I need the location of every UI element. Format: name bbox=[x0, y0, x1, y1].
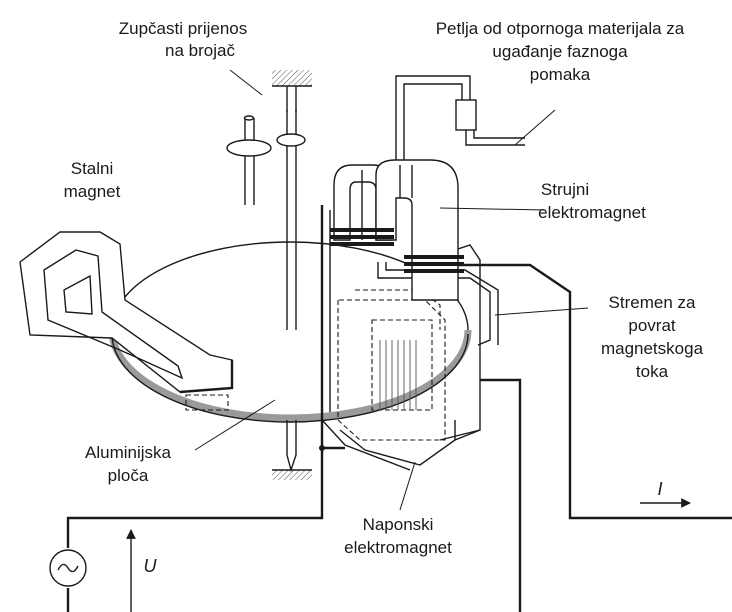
label-gear-train-line2: na brojač bbox=[165, 41, 235, 60]
permanent-magnet bbox=[19, 231, 234, 411]
label-disc-line1: Aluminijska bbox=[85, 443, 172, 462]
label-voltage-symbol: U bbox=[144, 556, 158, 576]
label-yoke-line3: magnetskoga bbox=[601, 339, 704, 358]
label-current-em-line2: elektromagnet bbox=[538, 203, 646, 222]
current-circuit-wire bbox=[458, 263, 732, 520]
wiring bbox=[66, 205, 732, 612]
label-yoke-line4: toka bbox=[636, 362, 669, 381]
label-current-electromagnet: Strujni elektromagnet bbox=[538, 180, 646, 222]
voltage-electromagnet bbox=[337, 289, 456, 466]
label-magnet-line2: magnet bbox=[64, 182, 121, 201]
return-flux-yoke bbox=[377, 262, 499, 346]
leader-lines bbox=[194, 69, 589, 511]
label-current-em-line1: Strujni bbox=[541, 180, 589, 199]
label-loop-line3: pomaka bbox=[530, 65, 591, 84]
label-resistive-loop: Petlja od otpornoga materijala za ugađan… bbox=[436, 19, 685, 84]
label-voltage-em-line1: Naponski bbox=[363, 515, 434, 534]
label-current-symbol: I bbox=[657, 479, 662, 499]
top-bearing bbox=[272, 70, 312, 86]
label-gear-train-line1: Zupčasti prijenos bbox=[119, 19, 248, 38]
voltage-wire-right bbox=[480, 378, 522, 612]
label-loop-line1: Petlja od otpornoga materijala za bbox=[436, 19, 685, 38]
bottom-bearing bbox=[272, 470, 312, 480]
label-return-yoke: Stremen za povrat magnetskoga toka bbox=[601, 293, 704, 381]
label-permanent-magnet: Stalni magnet bbox=[64, 159, 121, 201]
label-disc-line2: ploča bbox=[108, 466, 149, 485]
resistive-loop bbox=[395, 75, 525, 160]
ac-source-icon bbox=[49, 549, 87, 587]
label-yoke-line2: povrat bbox=[628, 316, 676, 335]
label-voltage-electromagnet: Naponski elektromagnet bbox=[344, 515, 452, 557]
current-electromagnet bbox=[330, 159, 464, 301]
current-coil-right bbox=[404, 255, 464, 273]
label-aluminium-disc: Aluminijska ploča bbox=[85, 443, 172, 485]
voltage-wire-left bbox=[66, 205, 324, 548]
label-yoke-line1: Stremen za bbox=[609, 293, 696, 312]
gear-train bbox=[226, 70, 312, 205]
junction-dot bbox=[319, 445, 325, 451]
voltage-coil bbox=[379, 340, 417, 410]
label-voltage-em-line2: elektromagnet bbox=[344, 538, 452, 557]
label-loop-line2: ugađanje faznoga bbox=[492, 42, 628, 61]
disc-spindle bbox=[272, 110, 312, 480]
label-magnet-line1: Stalni bbox=[71, 159, 114, 178]
loop-adjuster bbox=[455, 99, 477, 131]
label-gear-train: Zupčasti prijenos na brojač bbox=[119, 19, 248, 60]
current-coil-left bbox=[330, 228, 394, 246]
